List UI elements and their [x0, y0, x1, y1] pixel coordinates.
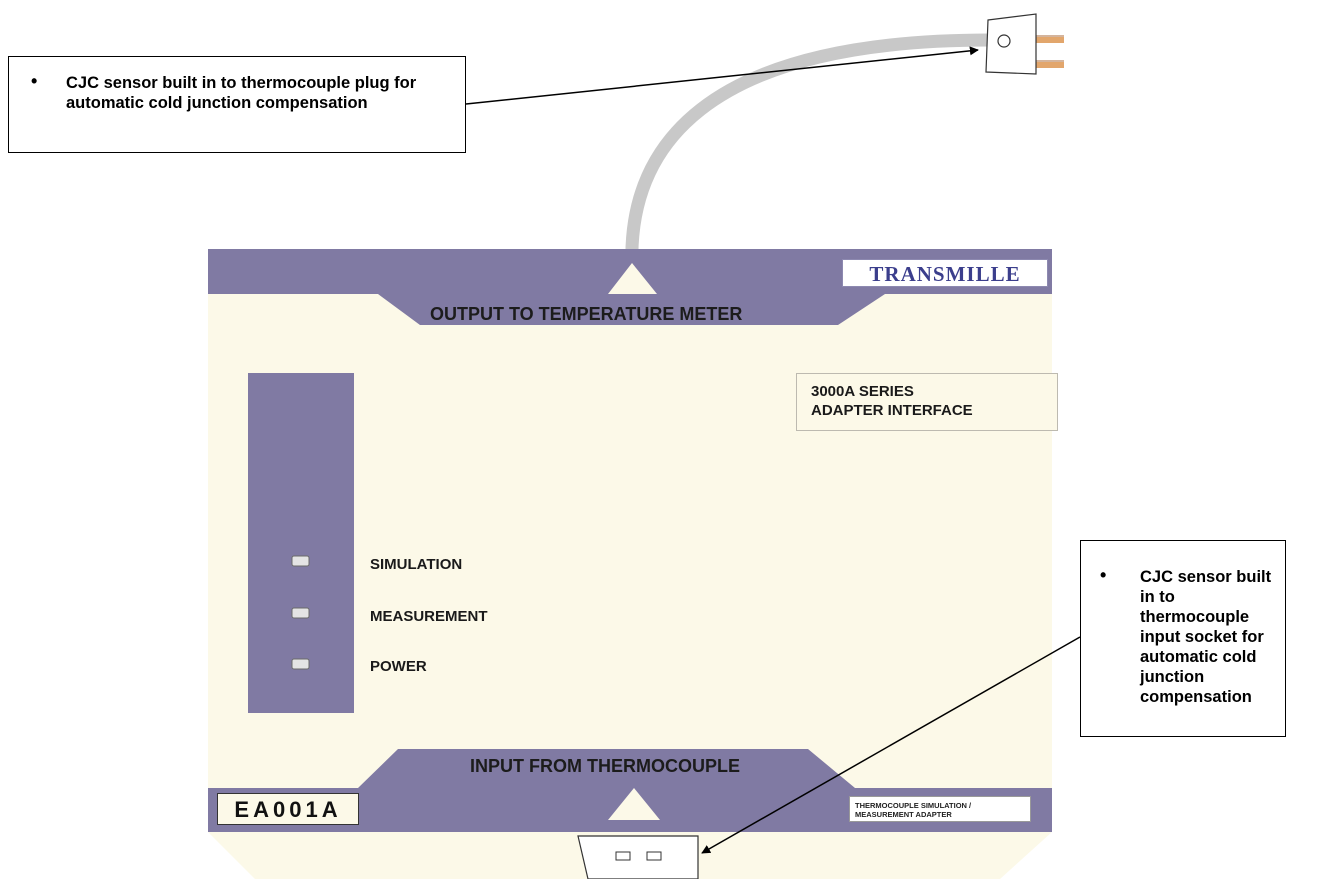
indicator-label-power: POWER [370, 658, 427, 675]
bullet: • [31, 71, 38, 91]
callout-cjc-plug: • CJC sensor built in to thermocouple pl… [8, 56, 466, 153]
leader-line-bottom [701, 636, 1081, 854]
indicator-label-simulation: SIMULATION [370, 556, 463, 573]
output-label: OUTPUT TO TEMPERATURE METER [430, 304, 743, 324]
leader-line-top [465, 46, 979, 105]
interface-line-1: 3000A SERIES [811, 383, 914, 400]
description-plate: THERMOCOUPLE SIMULATION / MEASUREMENT AD… [849, 796, 1031, 822]
input-label: INPUT FROM THERMOCOUPLE [470, 756, 740, 776]
adapter-panel [208, 249, 1052, 879]
input-socket [577, 835, 699, 880]
model-number: EA001A [234, 797, 342, 822]
thermocouple-plug [985, 13, 1064, 75]
led-power [291, 658, 310, 670]
led-simulation [291, 555, 310, 567]
adapter-interface-box: 3000A SERIES ADAPTER INTERFACE [796, 373, 1058, 431]
led-measurement [291, 607, 310, 619]
thermocouple-cable [625, 33, 997, 273]
description-line-2: MEASUREMENT ADAPTER [855, 810, 952, 819]
brand-name: TRANSMILLE [869, 262, 1021, 286]
brand-logo: TRANSMILLE [842, 259, 1048, 287]
callout-text: CJC sensor built in to thermocouple plug… [66, 74, 417, 112]
indicator-label-measurement: MEASUREMENT [370, 608, 488, 625]
callout-text: CJC sensor built in to thermocouple inpu… [1140, 568, 1272, 706]
bullet: • [1100, 565, 1107, 585]
callout-cjc-socket: • CJC sensor built in to thermocouple in… [1080, 540, 1286, 737]
model-plate: EA001A [217, 793, 359, 825]
description-line-1: THERMOCOUPLE SIMULATION / [855, 801, 972, 810]
interface-line-2: ADAPTER INTERFACE [811, 402, 973, 419]
